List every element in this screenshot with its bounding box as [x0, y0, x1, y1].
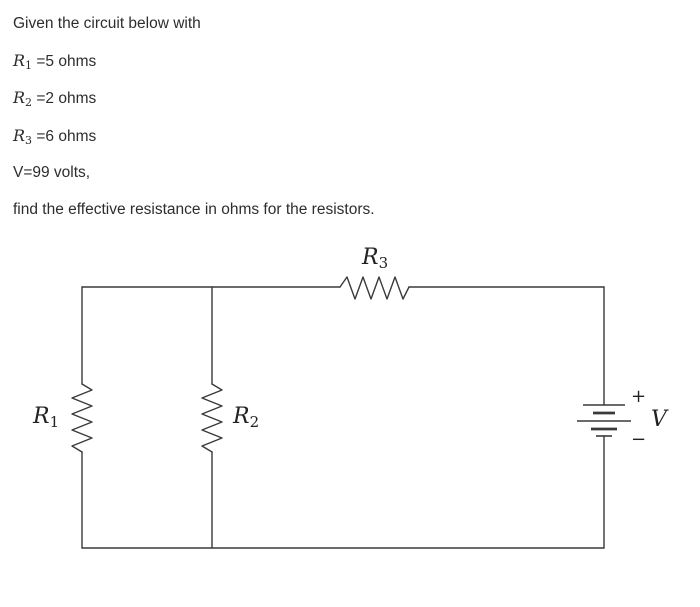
- r2-symbol: R: [13, 88, 26, 108]
- given-r3: R3 =6 ohms: [13, 124, 683, 161]
- given-r2: R2 =2 ohms: [13, 86, 683, 123]
- voltage-label: V: [651, 407, 669, 432]
- question-text: find the effective resistance in ohms fo…: [13, 200, 375, 218]
- r1-label-symbol: R: [32, 404, 50, 429]
- r1-label: R1: [32, 404, 59, 431]
- r3-symbol: R: [13, 125, 26, 145]
- battery-plus-sign: +: [631, 386, 646, 407]
- r1-subscript: 1: [25, 59, 33, 73]
- given-voltage: V=99 volts,: [13, 163, 91, 181]
- battery: [577, 404, 631, 437]
- r1-value: =5 ohms: [32, 53, 97, 71]
- r2-label: R2: [232, 404, 259, 431]
- r3-subscript: 3: [25, 133, 33, 147]
- r3-value: =6 ohms: [32, 127, 97, 145]
- r1-symbol: R: [13, 51, 26, 71]
- intro-text: Given the circuit below with: [13, 15, 201, 32]
- problem-statement: Given the circuit below with R1 =5 ohms …: [13, 12, 683, 235]
- r1-label-subscript: 1: [50, 413, 60, 431]
- resistor-r2: [201, 383, 223, 453]
- r3-label: R3: [361, 245, 388, 272]
- r2-label-subscript: 2: [250, 413, 260, 431]
- r2-value: =2 ohms: [32, 90, 97, 108]
- battery-minus-sign: −: [631, 429, 646, 450]
- resistor-r3: [339, 276, 410, 300]
- given-r1: R1 =5 ohms: [13, 49, 683, 86]
- r2-label-symbol: R: [232, 404, 250, 429]
- resistor-r1: [71, 383, 93, 453]
- r3-label-subscript: 3: [379, 254, 389, 272]
- r3-label-symbol: R: [361, 245, 379, 270]
- r2-subscript: 2: [25, 96, 33, 110]
